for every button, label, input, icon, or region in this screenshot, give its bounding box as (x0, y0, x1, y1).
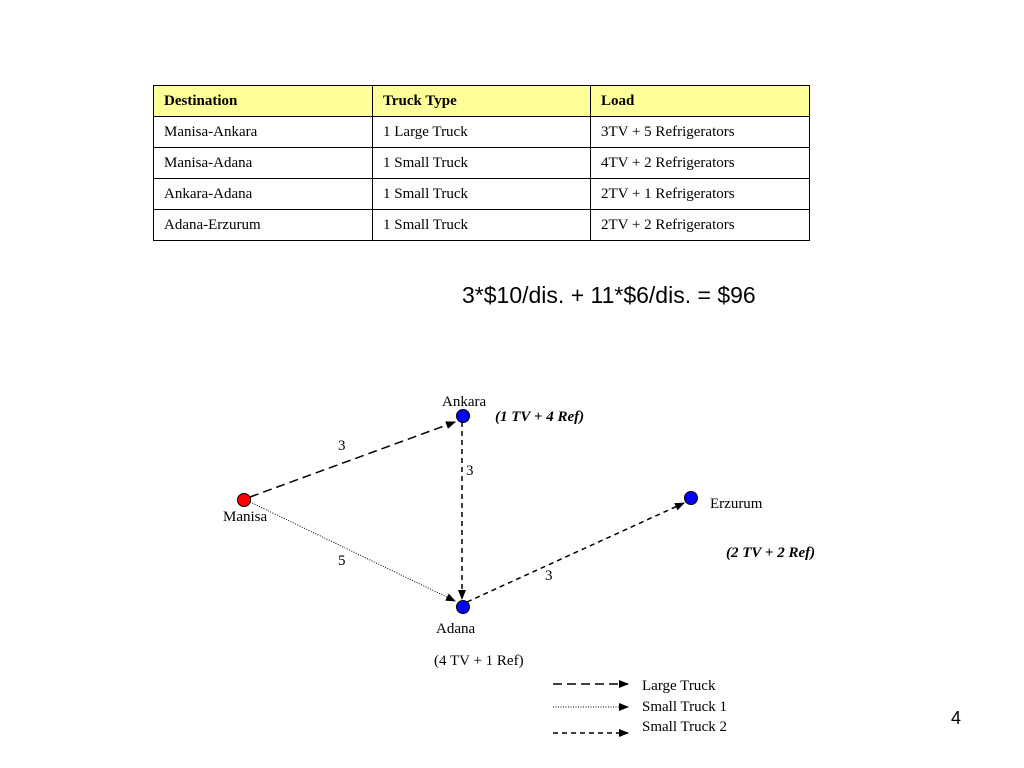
edge-adana-erzurum (466, 502, 685, 603)
distance-label-manisa-ankara: 3 (338, 438, 346, 454)
legend-label-large-truck: Large Truck (642, 678, 716, 694)
table-row: Manisa-Ankara 1 Large Truck 3TV + 5 Refr… (153, 116, 810, 148)
edge-manisa-adana (249, 501, 456, 602)
cell-load: 4TV + 2 Refrigerators (590, 147, 810, 179)
cell-load: 3TV + 5 Refrigerators (590, 116, 810, 148)
cell-truck-type: 1 Small Truck (372, 209, 591, 241)
node-ankara (456, 409, 470, 423)
cell-truck-type: 1 Small Truck (372, 178, 591, 210)
legend-label-small-truck-1: Small Truck 1 (642, 699, 727, 715)
edge-manisa-ankara (249, 421, 456, 498)
legend-label-small-truck-2: Small Truck 2 (642, 719, 727, 735)
page-number: 4 (951, 708, 962, 728)
node-label-ankara: Ankara (442, 394, 486, 410)
table-header-row: Destination Truck Type Load (153, 85, 810, 117)
table-row: Manisa-Adana 1 Small Truck 4TV + 2 Refri… (153, 147, 810, 179)
cell-truck-type: 1 Large Truck (372, 116, 591, 148)
distance-label-adana-erzurum: 3 (545, 568, 553, 584)
node-manisa (237, 493, 251, 507)
cell-destination: Manisa-Ankara (153, 116, 373, 148)
cost-formula: 3*$10/dis. + 11*$6/dis. = $96 (462, 282, 756, 308)
cell-load: 2TV + 2 Refrigerators (590, 209, 810, 241)
distance-label-ankara-adana: 3 (466, 463, 474, 479)
node-label-adana: Adana (436, 621, 475, 637)
table-row: Ankara-Adana 1 Small Truck 2TV + 1 Refri… (153, 178, 810, 210)
node-label-manisa: Manisa (223, 509, 268, 525)
load-table: Destination Truck Type Load Manisa-Ankar… (153, 85, 810, 241)
header-destination: Destination (153, 85, 373, 117)
node-adana (456, 600, 470, 614)
legend: Large Truck Small Truck 1 Small Truck 2 (553, 678, 727, 737)
node-label-erzurum: Erzurum (710, 496, 763, 512)
node-erzurum (684, 491, 698, 505)
table-row: Adana-Erzurum 1 Small Truck 2TV + 2 Refr… (153, 209, 810, 241)
load-label-adana: (4 TV + 1 Ref) (434, 653, 524, 669)
load-label-ankara: (1 TV + 4 Ref) (495, 409, 584, 425)
cell-truck-type: 1 Small Truck (372, 147, 591, 179)
cell-destination: Adana-Erzurum (153, 209, 373, 241)
load-label-erzurum: (2 TV + 2 Ref) (726, 545, 815, 561)
distance-label-manisa-adana: 5 (338, 553, 346, 569)
cell-destination: Ankara-Adana (153, 178, 373, 210)
cell-load: 2TV + 1 Refrigerators (590, 178, 810, 210)
